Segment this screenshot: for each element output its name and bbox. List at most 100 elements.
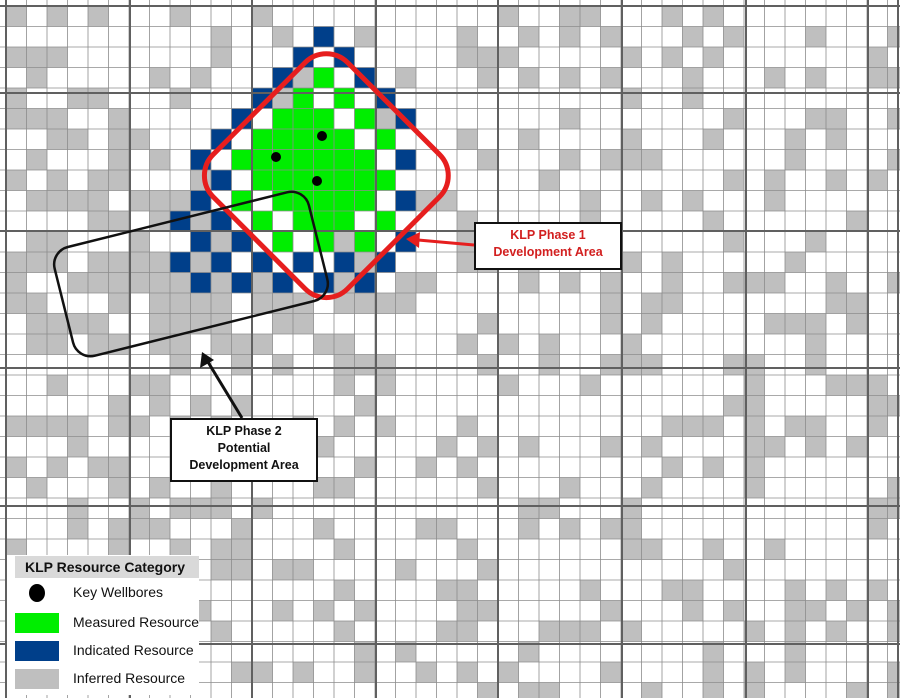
inferred-cell (334, 334, 355, 355)
phase2-arrow (206, 361, 244, 419)
inferred-cell (477, 354, 498, 375)
measured-cell (354, 190, 375, 211)
inferred-cell (211, 559, 232, 580)
inferred-cell (129, 129, 150, 150)
inferred-cell (252, 498, 273, 519)
measured-cell (334, 211, 355, 232)
inferred-cell (744, 477, 765, 498)
inferred-cell (662, 47, 683, 68)
inferred-cell (744, 272, 765, 293)
inferred-cell (211, 498, 232, 519)
inferred-cell (867, 580, 888, 601)
inferred-cell (600, 67, 621, 88)
inferred-cell (26, 334, 47, 355)
inferred-cell (785, 641, 806, 662)
inferred-cell (88, 272, 109, 293)
inferred-cell (580, 580, 601, 601)
measured-cell (272, 170, 293, 191)
inferred-cell (436, 621, 457, 642)
inferred-cell (703, 682, 724, 698)
inferred-cell (846, 375, 867, 396)
inferred-cell (805, 416, 826, 437)
inferred-cell (621, 88, 642, 109)
wellbore-marker (312, 176, 322, 186)
inferred-cell (805, 600, 826, 621)
inferred-cell (744, 354, 765, 375)
inferred-cell (621, 354, 642, 375)
measured-cell (293, 129, 314, 150)
inferred-cell (887, 26, 900, 47)
inferred-cell (88, 457, 109, 478)
inferred-cell (887, 600, 900, 621)
inferred-cell (621, 129, 642, 150)
inferred-cell (867, 395, 888, 416)
indicated-cell (313, 272, 334, 293)
inferred-cell (88, 211, 109, 232)
inferred-cell (785, 621, 806, 642)
inferred-cell (334, 231, 355, 252)
inferred-cell (518, 498, 539, 519)
inferred-cell (539, 354, 560, 375)
inferred-cell (129, 416, 150, 437)
inferred-cell (26, 416, 47, 437)
inferred-cell (436, 580, 457, 601)
inferred-cell (723, 108, 744, 129)
legend-label: Key Wellbores (73, 584, 164, 600)
inferred-cell (436, 518, 457, 539)
inferred-cell (785, 600, 806, 621)
inferred-cell (149, 272, 170, 293)
inferred-cell (108, 518, 129, 539)
indicated-cell (231, 231, 252, 252)
measured-cell (354, 231, 375, 252)
inferred-cell (170, 354, 191, 375)
inferred-cell (600, 272, 621, 293)
inferred-cell (559, 108, 580, 129)
measured-cell (354, 149, 375, 170)
inferred-cell (26, 67, 47, 88)
inferred-cell (457, 416, 478, 437)
indicated-cell (211, 211, 232, 232)
phase2-arrowhead (200, 352, 214, 368)
inferred-cell (826, 621, 847, 642)
inferred-cell (6, 88, 27, 109)
indicated-cell (313, 26, 334, 47)
inferred-cell (559, 149, 580, 170)
inferred-cell (170, 190, 191, 211)
inferred-cell (723, 170, 744, 191)
legend-item-inferred: Inferred Resource (15, 667, 205, 691)
inferred-cell (764, 436, 785, 457)
inferred-cell (764, 272, 785, 293)
inferred-cell (764, 313, 785, 334)
inferred-cell (47, 190, 68, 211)
inferred-cell (170, 6, 191, 27)
inferred-cell (354, 395, 375, 416)
inferred-cell (457, 662, 478, 683)
inferred-cell (805, 67, 826, 88)
inferred-cell (170, 293, 191, 314)
measured-cell (293, 108, 314, 129)
inferred-cell (539, 498, 560, 519)
inferred-cell (190, 498, 211, 519)
indicated-cell (231, 272, 252, 293)
inferred-cell (129, 498, 150, 519)
inferred-cell (641, 354, 662, 375)
inferred-cell (477, 47, 498, 68)
measured-cell (354, 108, 375, 129)
inferred-cell (211, 26, 232, 47)
inferred-cell (867, 67, 888, 88)
inferred-cell (293, 313, 314, 334)
inferred-cell (67, 88, 88, 109)
inferred-cell (621, 252, 642, 273)
inferred-cell (621, 149, 642, 170)
inferred-cell (703, 416, 724, 437)
indicated-cell (190, 190, 211, 211)
inferred-cell (621, 539, 642, 560)
inferred-cell (457, 231, 478, 252)
measured-cell (293, 88, 314, 109)
inferred-cell (375, 108, 396, 129)
inferred-cell (108, 108, 129, 129)
inferred-cell (867, 375, 888, 396)
inferred-cell (887, 67, 900, 88)
inferred-cell (703, 211, 724, 232)
